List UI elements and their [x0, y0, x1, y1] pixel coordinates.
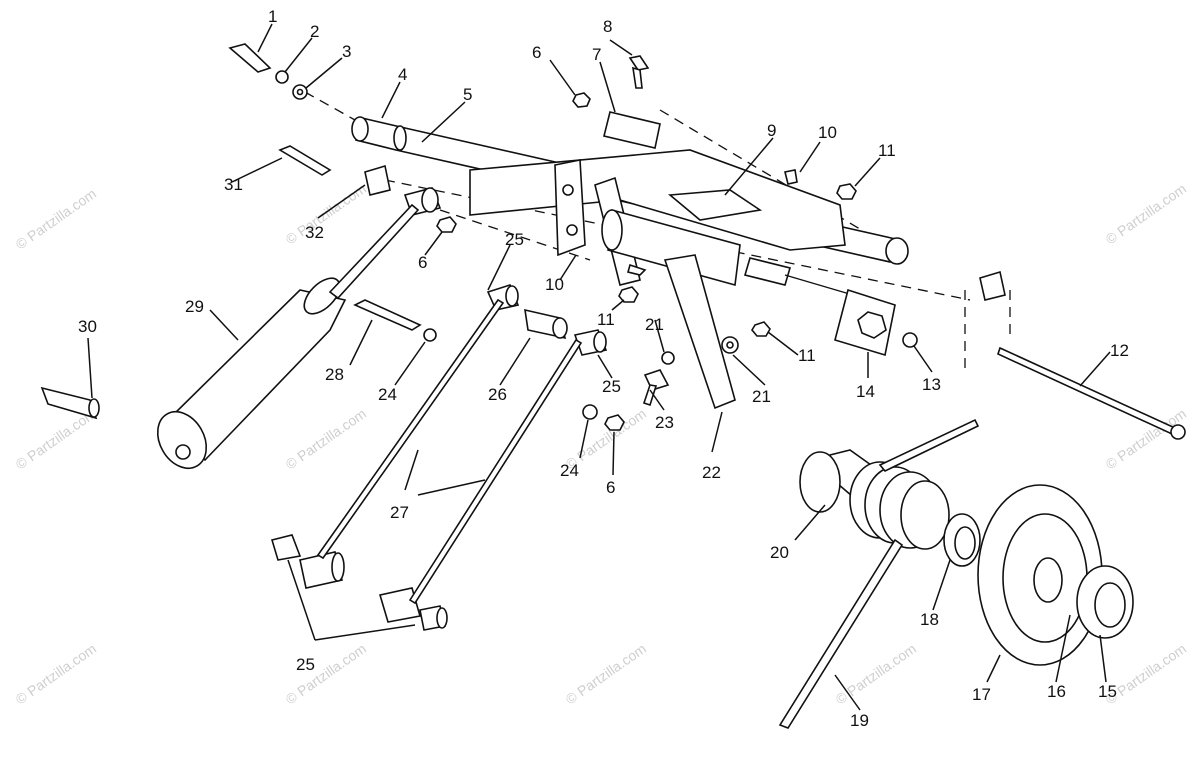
callout-13: 13	[922, 375, 941, 394]
callout-21: 21	[645, 315, 664, 334]
callout-10: 10	[545, 275, 564, 294]
callout-25: 25	[505, 230, 524, 249]
callout-20: 20	[770, 543, 789, 562]
callout-11: 11	[878, 141, 896, 160]
callout-11: 11	[798, 346, 816, 365]
callout-26: 26	[488, 385, 507, 404]
callout-24: 24	[378, 385, 397, 404]
fasteners	[228, 43, 1006, 431]
callout-15: 15	[1098, 682, 1117, 701]
callout-18: 18	[920, 610, 939, 629]
callout-25: 25	[602, 377, 621, 396]
callout-6: 6	[532, 43, 541, 62]
callout-16: 16	[1047, 682, 1066, 701]
callout-11: 11	[597, 310, 615, 329]
callout-10: 10	[818, 123, 837, 142]
callout-1: 1	[268, 7, 277, 26]
rail-bracket	[469, 149, 846, 286]
watermark: © Partzilla.com	[1103, 180, 1189, 247]
callout-31: 31	[224, 175, 243, 194]
watermark: © Partzilla.com	[283, 180, 369, 247]
callout-6: 6	[418, 253, 427, 272]
pivot-tube	[601, 189, 871, 301]
callout-2: 2	[310, 22, 319, 41]
long-bolt-12	[997, 346, 1186, 440]
callout-3: 3	[342, 42, 351, 61]
shock-absorber-29	[40, 203, 420, 470]
watermark: © Partzilla.com	[833, 640, 919, 707]
callout-7: 7	[592, 45, 601, 64]
callout-23: 23	[655, 413, 674, 432]
callout-19: 19	[850, 711, 869, 730]
callout-9: 9	[767, 121, 776, 140]
callout-6: 6	[606, 478, 615, 497]
callout-22: 22	[702, 463, 721, 482]
callout-17: 17	[972, 685, 991, 704]
callout-14: 14	[856, 382, 875, 401]
callout-24: 24	[560, 461, 579, 480]
callout-28: 28	[325, 365, 344, 384]
callout-8: 8	[603, 17, 612, 36]
callout-4: 4	[398, 65, 407, 84]
bushings	[270, 187, 608, 631]
spring-wheel-group	[778, 418, 1134, 729]
callout-30: 30	[78, 317, 97, 336]
callout-27: 27	[390, 503, 409, 522]
leader-lines	[87, 23, 1111, 711]
arm-22	[663, 254, 736, 410]
callout-12: 12	[1110, 341, 1129, 360]
callouts: 1 2 3 4 5 6 6 6 7 8 9 10 10 11 11 11 12 …	[78, 7, 1129, 730]
callout-32: 32	[305, 223, 324, 242]
link-rods-27	[316, 298, 583, 605]
watermark: © Partzilla.com	[563, 640, 649, 707]
watermark: © Partzilla.com	[13, 185, 99, 252]
callout-21: 21	[752, 387, 771, 406]
callout-29: 29	[185, 297, 204, 316]
watermark: © Partzilla.com	[283, 405, 369, 472]
callout-25: 25	[296, 655, 315, 674]
callout-5: 5	[463, 85, 472, 104]
plate-14	[834, 288, 896, 357]
watermark: © Partzilla.com	[13, 640, 99, 707]
